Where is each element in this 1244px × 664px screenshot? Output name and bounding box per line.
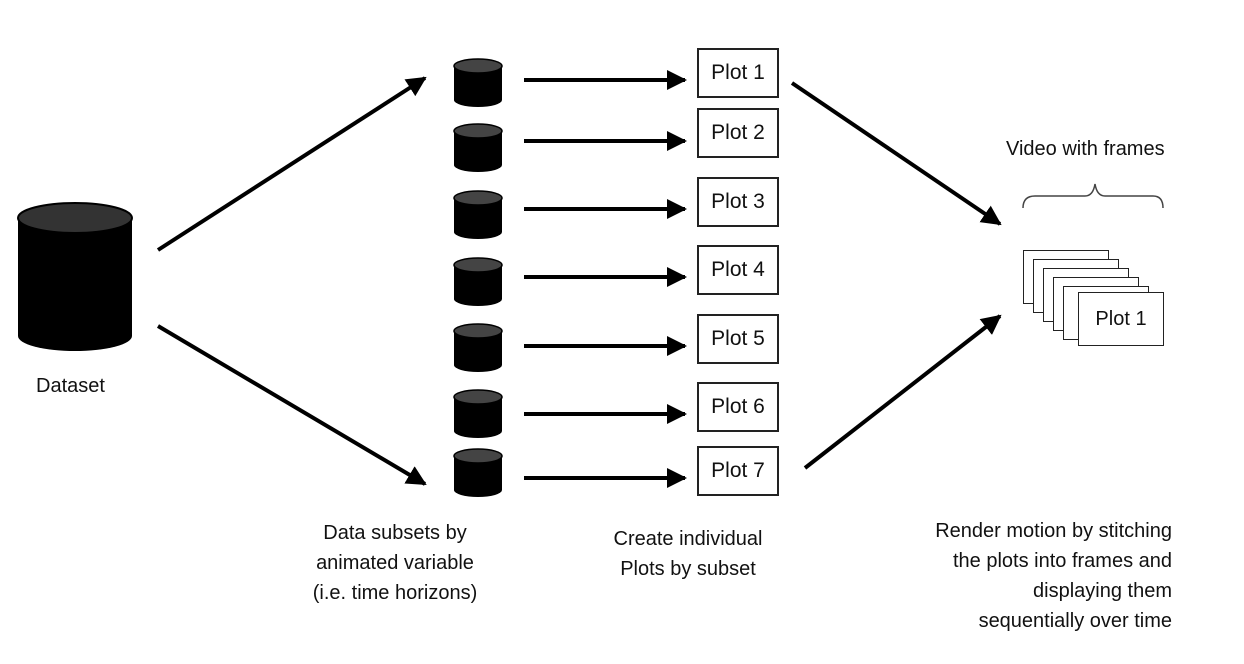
- arrow-plots-to-video-top: [790, 81, 1002, 226]
- subset-cylinder-icon: [453, 123, 503, 172]
- subset-cylinder-icon: [453, 257, 503, 306]
- create-caption-line: Create individual: [613, 528, 763, 550]
- dataset-label: Dataset: [36, 375, 105, 397]
- subsets-caption-line: (i.e. time horizons): [312, 582, 478, 604]
- subset-cylinder-icon: [453, 58, 503, 107]
- brace-icon: [1022, 183, 1164, 209]
- plot-box: Plot 2: [697, 108, 779, 158]
- subset-cylinder-icon: [453, 389, 503, 438]
- plot-box: Plot 5: [697, 314, 779, 364]
- arrow-dataset-to-first-subset: [156, 76, 427, 252]
- subsets-caption-line: animated variable: [316, 552, 474, 574]
- create-caption: Create individual Plots by subset: [588, 524, 788, 584]
- render-caption-line: the plots into frames and: [952, 550, 1172, 572]
- render-caption-line: sequentially over time: [978, 610, 1172, 632]
- plot-box: Plot 6: [697, 382, 779, 432]
- plot-box: Plot 4: [697, 245, 779, 295]
- arrow-dataset-to-last-subset: [156, 324, 427, 486]
- create-caption-line: Plots by subset: [620, 558, 756, 580]
- arrow-plots-to-video-bottom: [803, 314, 1002, 470]
- plot-box: Plot 1: [697, 48, 779, 98]
- subset-cylinder-icon: [453, 448, 503, 497]
- plot-box: Plot 7: [697, 446, 779, 496]
- subset-cylinder-icon: [453, 323, 503, 372]
- render-caption-line: displaying them: [1033, 580, 1172, 602]
- video-title: Video with frames: [1006, 138, 1165, 160]
- subsets-caption: Data subsets by animated variable (i.e. …: [280, 518, 510, 608]
- subsets-caption-line: Data subsets by: [323, 522, 467, 544]
- dataset-cylinder-icon: [17, 202, 133, 351]
- video-frame-front: Plot 1: [1078, 292, 1164, 346]
- render-caption-line: Render motion by stitching: [935, 520, 1172, 542]
- render-caption: Render motion by stitching the plots int…: [870, 516, 1172, 636]
- subset-cylinder-icon: [453, 190, 503, 239]
- plot-box: Plot 3: [697, 177, 779, 227]
